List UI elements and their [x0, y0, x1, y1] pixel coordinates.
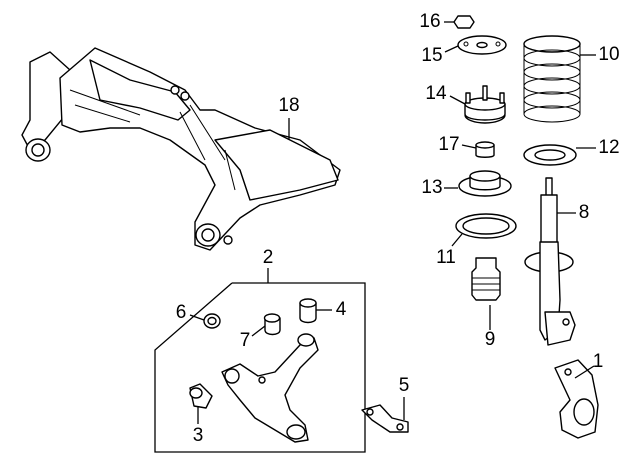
strut-mount-part: [464, 85, 506, 124]
leader-14: [449, 95, 466, 105]
callout-12: 12: [598, 137, 620, 158]
callout-1: 1: [592, 351, 604, 372]
callout-9: 9: [484, 329, 496, 350]
callout-11: 11: [436, 247, 456, 268]
upper-mount-plate-part: [457, 35, 507, 55]
callout-14: 14: [425, 83, 447, 104]
nut-part: [203, 313, 221, 329]
callout-18: 18: [278, 95, 300, 116]
steering-knuckle-part: [554, 359, 599, 439]
callout-13: 13: [421, 177, 443, 198]
bearing-part: [475, 141, 495, 158]
dust-boot-part: [471, 257, 501, 301]
lower-control-arm-part: [221, 333, 319, 443]
front-bushing-part: [299, 298, 317, 324]
strut-assembly-part: [524, 177, 576, 346]
rear-bushing-part: [263, 313, 281, 336]
lower-arm-kit-bracket: [154, 282, 366, 453]
bracket-part: [361, 404, 409, 433]
callout-4: 4: [335, 299, 347, 320]
lower-spring-seat-part: [523, 144, 577, 166]
callout-3: 3: [192, 425, 204, 446]
callout-2: 2: [262, 247, 274, 268]
callout-5: 5: [398, 375, 410, 396]
spring-seat-part: [458, 170, 512, 197]
callout-8: 8: [578, 202, 590, 223]
callout-17: 17: [438, 134, 460, 155]
leader-15: [444, 45, 459, 53]
crossmember-part: [21, 47, 341, 251]
callout-15: 15: [421, 45, 443, 66]
coil-spring-part: [523, 35, 581, 123]
leader-6: [189, 314, 205, 321]
leader-17: [461, 144, 477, 149]
leader-1: [574, 365, 595, 379]
leader-11: [451, 233, 463, 247]
lower-arm-bushing-part: [189, 383, 213, 409]
spring-insulator-part: [455, 213, 517, 239]
strut-nut-part: [453, 15, 475, 29]
callout-10: 10: [598, 44, 620, 65]
callout-6: 6: [175, 302, 187, 323]
leader-7: [251, 325, 266, 337]
callout-7: 7: [239, 330, 251, 351]
callout-16: 16: [419, 11, 441, 32]
